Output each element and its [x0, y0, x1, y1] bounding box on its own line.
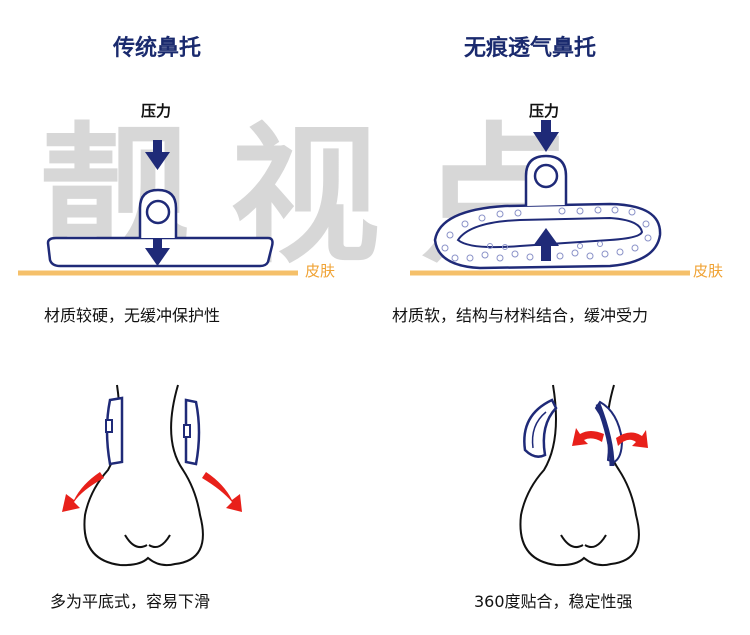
- left-pad-ring: [145, 199, 171, 225]
- right-pad-slot: [456, 216, 644, 249]
- left-skin-label: 皮肤: [305, 262, 336, 280]
- left-caption-bottom: 多为平底式，容易下滑: [50, 592, 211, 611]
- right-pad-right-band: [595, 403, 615, 467]
- right-support-arrow-up: [533, 228, 559, 261]
- right-pad-holes: [441, 206, 652, 262]
- left-pad-left: [105, 396, 124, 466]
- right-fit-arrow-right: [616, 430, 648, 448]
- left-slip-arrow-right: [202, 472, 242, 512]
- right-title: 无痕透气鼻托: [463, 36, 596, 61]
- right-pad-left-inner: [531, 411, 547, 449]
- left-caption-top: 材质较硬，无缓冲保护性: [44, 306, 221, 325]
- left-pad-left-tab: [105, 419, 113, 433]
- right-skin-label: 皮肤: [693, 262, 724, 280]
- left-pressure-arrow-bottom: [145, 238, 170, 266]
- right-nose-outline: [519, 384, 640, 567]
- left-pressure-arrow-top: [145, 140, 170, 170]
- right-pressure-label: 压力: [529, 102, 560, 120]
- left-pad-right-tab: [183, 424, 191, 438]
- right-fit-arrow-left: [572, 428, 604, 446]
- left-title: 传统鼻托: [112, 36, 201, 61]
- left-pressure-label: 压力: [141, 102, 172, 120]
- right-caption-bottom: 360度贴合，稳定性强: [474, 592, 633, 611]
- left-pad-right: [184, 398, 201, 466]
- right-caption-top: 材质软，结构与材料结合，缓冲受力: [392, 306, 649, 325]
- right-pressure-arrow-top: [533, 120, 559, 152]
- right-pad-left: [523, 398, 558, 458]
- left-slip-arrow-left: [62, 472, 104, 512]
- right-pad-ring: [533, 163, 559, 189]
